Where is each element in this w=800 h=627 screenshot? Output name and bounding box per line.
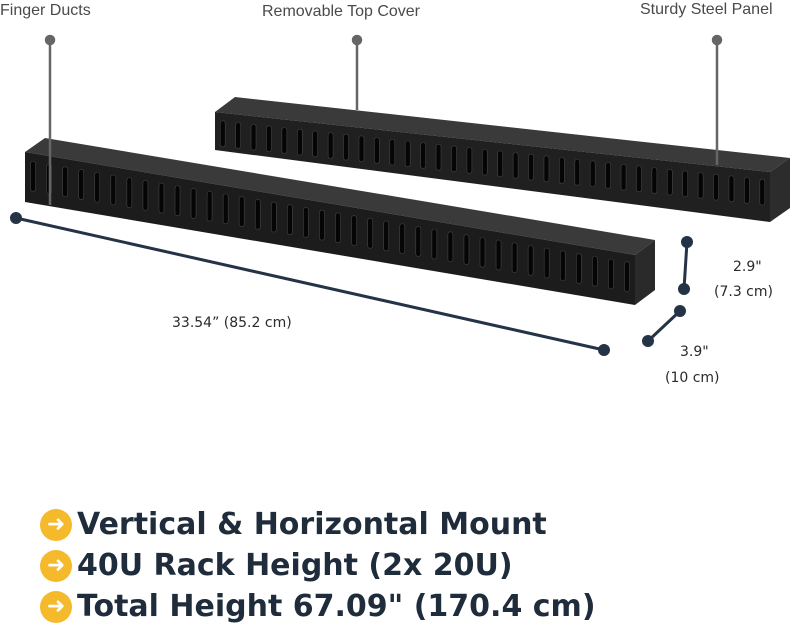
finger-slot [222, 193, 229, 225]
finger-slot [110, 174, 117, 206]
finger-slot [479, 236, 486, 268]
arrow-right-circle-icon: ➜ [40, 508, 72, 541]
finger-slot [126, 177, 133, 208]
finger-slot [327, 132, 334, 159]
back-cable-duct [215, 97, 790, 222]
finger-slot [431, 228, 438, 260]
callout-lines [44, 34, 723, 205]
finger-slot [543, 155, 550, 183]
finger-slot [527, 245, 534, 276]
finger-slot [463, 234, 470, 265]
finger-slot [296, 128, 303, 156]
feature-item: ➜ Total Height 67.09" (170.4 cm) [40, 589, 596, 624]
finger-slot [512, 152, 519, 179]
finger-slot [219, 120, 226, 148]
finger-slot [383, 220, 389, 252]
finger-slot [624, 261, 630, 292]
finger-slot [250, 123, 257, 151]
finger-slot [94, 171, 101, 203]
feature-item: ➜ Vertical & Horizontal Mount [40, 507, 547, 542]
width-dimension-cm: (10 cm) [665, 370, 720, 386]
finger-slot [495, 239, 502, 271]
feature-item: ➜ 40U Rack Height (2x 20U) [40, 548, 513, 583]
finger-slot [319, 209, 325, 241]
arrow-right-circle-icon: ➜ [40, 590, 72, 623]
height-dimension-in: 2.9" [733, 259, 762, 275]
finger-slot [466, 147, 473, 174]
feature-text: 40U Rack Height (2x 20U) [77, 548, 513, 583]
finger-slot [367, 217, 373, 249]
feature-text: Vertical & Horizontal Mount [77, 507, 547, 542]
finger-slot [78, 169, 84, 200]
finger-slot [589, 160, 596, 188]
finger-slot [451, 145, 457, 173]
finger-slot [605, 162, 611, 189]
finger-slot [335, 212, 341, 244]
finger-slot [399, 223, 406, 254]
finger-slot [374, 137, 380, 164]
finger-slot [235, 122, 241, 149]
feature-text: Total Height 67.09" (170.4 cm) [77, 589, 596, 624]
finger-slot [636, 165, 642, 193]
finger-slot [713, 173, 719, 201]
finger-slot [511, 242, 518, 273]
finger-slot [271, 201, 277, 233]
finger-slot [620, 163, 627, 191]
finger-slot [559, 157, 565, 184]
finger-slot [682, 170, 689, 198]
dimension-lines [10, 212, 693, 356]
finger-slot [389, 138, 396, 166]
finger-slot [576, 253, 582, 284]
finger-slot [30, 161, 36, 192]
finger-slot [497, 150, 504, 178]
finger-slot [559, 250, 566, 282]
finger-slot [303, 207, 309, 238]
height-dimension-cm: (7.3 cm) [714, 284, 773, 300]
arrow-right-circle-icon: ➜ [40, 549, 72, 582]
width-dimension-in: 3.9" [680, 344, 709, 360]
finger-slot [158, 182, 165, 214]
finger-slot [481, 148, 488, 176]
finger-slot [759, 178, 766, 206]
finger-slot [281, 127, 288, 154]
finger-slot [174, 185, 181, 217]
finger-slot [744, 177, 750, 204]
finger-slot [592, 255, 598, 287]
length-dimension: 33.54” (85.2 cm) [172, 315, 292, 331]
finger-slot [651, 167, 658, 194]
finger-slot [528, 153, 534, 181]
finger-slot [543, 247, 550, 279]
finger-slot [343, 133, 349, 161]
finger-slot [574, 158, 581, 186]
finger-slot [254, 199, 261, 230]
finger-slot [447, 231, 454, 263]
finger-slot [415, 226, 422, 257]
finger-slot [142, 180, 149, 211]
finger-slot [190, 188, 197, 219]
finger-slot [312, 130, 319, 158]
finger-slot [358, 135, 365, 163]
finger-slot [728, 175, 735, 203]
finger-slot [404, 140, 411, 168]
finger-slot [697, 172, 704, 199]
finger-slot [608, 258, 614, 290]
front-cable-duct [25, 138, 655, 305]
finger-slot [206, 190, 213, 222]
finger-slot [435, 143, 442, 171]
finger-slot [420, 142, 426, 169]
callout-steel-panel: Sturdy Steel Panel [640, 1, 773, 18]
callout-finger-ducts: Finger Ducts [0, 2, 91, 19]
finger-slot [666, 168, 673, 196]
finger-slot [238, 196, 245, 227]
finger-slot [351, 215, 357, 246]
finger-slot [62, 166, 68, 198]
callout-top-cover: Removable Top Cover [262, 3, 421, 20]
finger-slot [266, 125, 272, 153]
finger-slot [287, 204, 293, 236]
